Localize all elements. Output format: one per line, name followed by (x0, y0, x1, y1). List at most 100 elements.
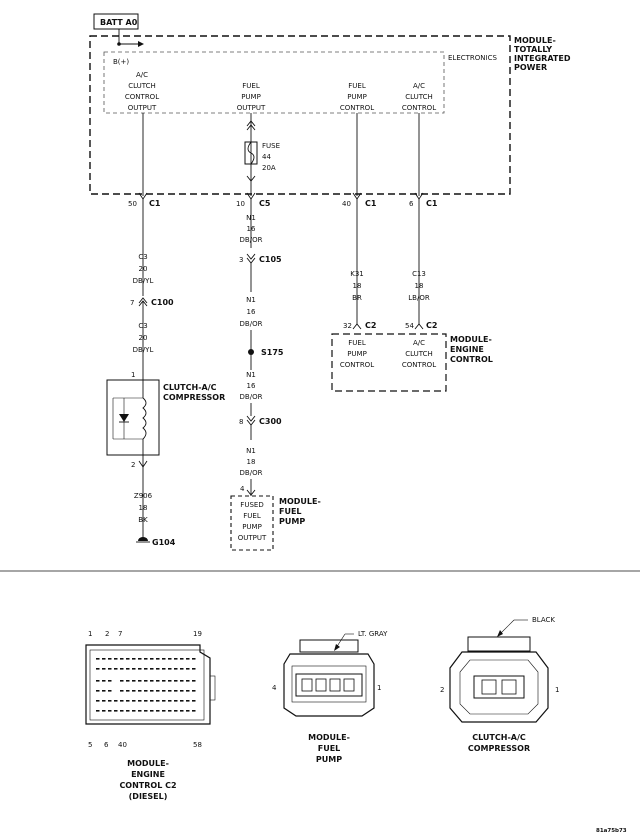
svg-text:7: 7 (118, 630, 122, 638)
connector-cavity (108, 700, 112, 702)
wire-ac-clutch: 50 C1 C3 20 DB/YL 7 C100 C3 20 DB/YL 1 (128, 113, 174, 380)
svg-text:40: 40 (342, 200, 351, 208)
svg-text:A/C: A/C (413, 339, 425, 347)
connector-cavity (162, 680, 166, 682)
svg-text:1: 1 (377, 684, 381, 692)
connector-cavity (144, 710, 148, 712)
connector-cavity (162, 658, 166, 660)
connector-cavity (186, 680, 190, 682)
svg-text:FUEL: FUEL (279, 507, 302, 516)
connector-cavity (144, 700, 148, 702)
connector-cavity (192, 680, 196, 682)
svg-text:19: 19 (193, 630, 202, 638)
svg-text:PUMP: PUMP (347, 93, 367, 101)
connector-cavity (96, 680, 100, 682)
connector-cavity (156, 680, 160, 682)
svg-text:C1: C1 (149, 199, 161, 208)
connector-cavity (132, 710, 136, 712)
svg-text:CONTROL C2: CONTROL C2 (119, 781, 176, 790)
connector-cavity (192, 668, 196, 670)
svg-text:FUEL: FUEL (348, 82, 366, 90)
svg-text:CONTROL: CONTROL (402, 104, 436, 112)
svg-text:PUMP: PUMP (316, 755, 342, 764)
svg-text:CLUTCH-A/C: CLUTCH-A/C (163, 383, 217, 392)
svg-text:INTEGRATED: INTEGRATED (514, 54, 571, 63)
svg-text:C5: C5 (259, 199, 271, 208)
connector-cavity (144, 690, 148, 692)
connector-cavity (156, 658, 160, 660)
svg-text:1: 1 (88, 630, 92, 638)
connector-cavity (302, 679, 312, 691)
svg-text:CLUTCH: CLUTCH (405, 93, 433, 101)
connector-cavity (120, 690, 124, 692)
connector-cavity (132, 658, 136, 660)
connector-cavity (96, 690, 100, 692)
svg-text:CLUTCH: CLUTCH (405, 350, 433, 358)
svg-text:Z906: Z906 (134, 492, 153, 500)
svg-text:BATT A0: BATT A0 (100, 18, 138, 27)
svg-text:44: 44 (262, 153, 271, 161)
svg-text:5: 5 (88, 741, 92, 749)
svg-text:20A: 20A (262, 164, 276, 172)
svg-text:B(+): B(+) (113, 58, 129, 66)
svg-text:3: 3 (239, 256, 243, 264)
connector-cavity (180, 690, 184, 692)
wire-ground-z906: 2 Z906 18 BK G104 (131, 455, 176, 547)
svg-text:C100: C100 (151, 298, 174, 307)
svg-text:C1: C1 (426, 199, 438, 208)
svg-text:54: 54 (405, 322, 414, 330)
splice-s175 (248, 349, 254, 355)
connector-cavity-outline (329, 678, 341, 692)
connector-cavity (168, 690, 172, 692)
svg-text:MODULE-: MODULE- (308, 733, 350, 742)
connector-cavity (180, 710, 184, 712)
svg-text:MODULE-: MODULE- (279, 497, 321, 506)
connector-cavity (102, 710, 106, 712)
svg-text:FUEL: FUEL (348, 339, 366, 347)
svg-text:DB/OR: DB/OR (240, 469, 263, 477)
connector-cavity (132, 690, 136, 692)
svg-text:50: 50 (128, 200, 137, 208)
svg-text:18: 18 (247, 458, 256, 466)
connector-cavity (150, 680, 154, 682)
connector-cavity (126, 680, 130, 682)
svg-text:6: 6 (409, 200, 414, 208)
connector-cavity (120, 680, 124, 682)
tip-fuel-pump-control: FUEL PUMP CONTROL (340, 82, 374, 112)
connector-cavity (150, 668, 154, 670)
connector-cavity (114, 668, 118, 670)
connector-cavity (126, 690, 130, 692)
connector-cavity (102, 700, 106, 702)
connector-cavity (126, 658, 130, 660)
tip-ac-clutch-control: A/C CLUTCH CONTROL (402, 82, 436, 112)
connector-cavity (162, 710, 166, 712)
connector-cavity (114, 658, 118, 660)
svg-text:TOTALLY: TOTALLY (514, 45, 552, 54)
svg-text:C2: C2 (365, 321, 376, 330)
connector-cavity (180, 668, 184, 670)
connector-cavity (144, 680, 148, 682)
svg-text:COMPRESSOR: COMPRESSOR (468, 744, 530, 753)
connector-cavity-outline (343, 678, 355, 692)
svg-text:2: 2 (105, 630, 109, 638)
connector-cavity (150, 658, 154, 660)
svg-text:1: 1 (131, 371, 135, 379)
connector-cavity (174, 680, 178, 682)
svg-text:7: 7 (130, 299, 134, 307)
svg-text:CONTROL: CONTROL (340, 104, 374, 112)
svg-text:N1: N1 (246, 371, 256, 379)
connector-cavity (156, 690, 160, 692)
connector-cavity (102, 668, 106, 670)
connector-cavity (174, 658, 178, 660)
svg-text:C13: C13 (412, 270, 426, 278)
tipm-module: MODULE- TOTALLY INTEGRATED POWER ELECTRO… (89, 35, 571, 195)
connector-cavity (180, 680, 184, 682)
svg-text:DB/YL: DB/YL (133, 277, 154, 285)
svg-text:OUTPUT: OUTPUT (237, 104, 266, 112)
connector-cavity (108, 710, 112, 712)
svg-text:C3: C3 (138, 253, 147, 261)
connector-cavity (186, 658, 190, 660)
connector-cavity (174, 668, 178, 670)
svg-text:2: 2 (131, 461, 135, 469)
